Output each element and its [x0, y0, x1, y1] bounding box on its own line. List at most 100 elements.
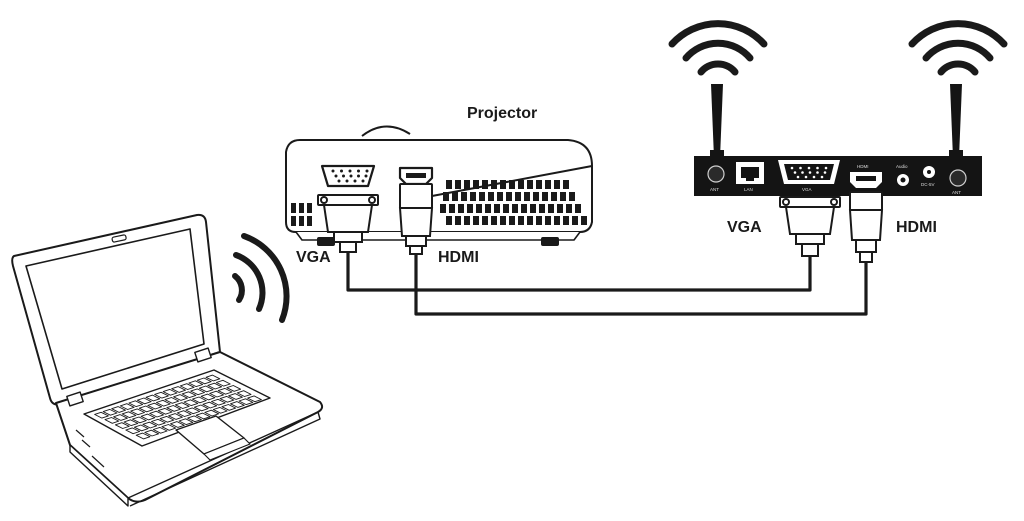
keyboard-key — [202, 401, 218, 409]
keyboard-key — [195, 412, 211, 420]
vga-pin — [801, 171, 804, 174]
vga-pin — [342, 174, 345, 178]
vent-slot — [443, 192, 449, 201]
keyboard-key — [145, 394, 161, 402]
vent-slot — [500, 216, 506, 225]
keyboard-key — [196, 377, 212, 385]
vga-pin — [337, 179, 341, 183]
keyboard-key — [162, 388, 178, 396]
vga-pin — [357, 169, 360, 173]
keyboard-key — [159, 415, 175, 423]
wifi-icon — [908, 20, 1008, 76]
vent-slot — [446, 180, 452, 189]
keyboard-key — [188, 380, 204, 388]
vga-pin — [364, 174, 368, 178]
vent-slot — [557, 204, 563, 213]
projector-vga-plug — [317, 194, 379, 253]
keyboard-key — [190, 388, 205, 396]
vent-slot — [533, 192, 539, 201]
vga-pin — [334, 174, 338, 178]
keyboard-key — [168, 413, 183, 420]
keyboard-key — [247, 395, 262, 403]
vga-pin — [799, 166, 802, 170]
vent-slot — [455, 216, 461, 225]
vent-slot — [473, 216, 479, 225]
keyboard-key — [193, 404, 209, 412]
keyboard-key — [166, 405, 182, 412]
projector-label: Projector — [467, 105, 537, 122]
keyboard-key — [215, 379, 231, 387]
port-label-dc: DC-5V — [921, 182, 935, 187]
vent-slot — [482, 180, 488, 189]
vent-slot — [455, 180, 461, 189]
keyboard-key — [192, 396, 207, 404]
receiver-hdmi-plug — [848, 191, 884, 263]
keyboard-key — [149, 410, 164, 418]
keyboard-key — [135, 432, 151, 440]
vga-pin — [796, 175, 800, 179]
keyboard-key — [204, 409, 220, 417]
vent-slot — [491, 216, 497, 225]
vent-slot — [524, 192, 530, 201]
projector-hdmi-label: HDMI — [438, 249, 479, 266]
keyboard-key — [226, 385, 242, 392]
vent-slot — [497, 192, 503, 201]
vga-pin — [823, 171, 827, 174]
vent-slot — [527, 180, 533, 189]
vent-slot — [470, 192, 476, 201]
vga-pin — [353, 179, 357, 183]
vga-pin — [349, 174, 353, 178]
wireless-receiver: ANT LAN VGA HDMI Audio DC-5V ANT — [694, 156, 982, 196]
keyboard-key — [152, 426, 168, 434]
receiver-vga-label: VGA — [727, 219, 762, 236]
vga-pin — [816, 166, 819, 170]
keyboard-key — [157, 407, 173, 415]
vga-pin — [365, 169, 369, 173]
keyboard-key — [212, 406, 228, 414]
vent-slot — [452, 192, 458, 201]
vga-pin — [793, 171, 797, 174]
keyboard-key — [136, 397, 152, 405]
vent-slot — [560, 192, 566, 201]
wifi-icon — [668, 20, 768, 76]
vent-slot — [500, 180, 506, 189]
vga-pin — [357, 174, 360, 178]
vent-slot — [494, 204, 500, 213]
keyboard-keys — [94, 374, 262, 440]
vent-slot — [473, 180, 479, 189]
receiver-vga-plug — [779, 196, 841, 257]
vent-slot — [551, 192, 557, 201]
laptop — [11, 213, 324, 507]
keyboard-key — [176, 410, 192, 417]
vent-slot — [569, 192, 575, 201]
keyboard-key — [181, 391, 197, 399]
vga-pin — [820, 175, 824, 179]
vent-slot — [464, 180, 470, 189]
keyboard-key — [132, 416, 147, 424]
antenna-right — [949, 84, 963, 160]
keyboard-key — [236, 390, 252, 397]
vent-slot — [461, 192, 467, 201]
vent-slot — [518, 180, 524, 189]
vga-pin — [331, 169, 335, 173]
port-label-hdmi: HDMI — [857, 164, 869, 169]
keyboard-key — [102, 408, 118, 416]
vent-slot — [446, 216, 452, 225]
keyboard-key — [173, 394, 188, 401]
vent-slot — [545, 180, 551, 189]
vent-slot — [563, 180, 569, 189]
vga-pin — [345, 179, 349, 183]
vent-slot — [518, 216, 524, 225]
keyboard-key — [178, 418, 194, 426]
keyboard-key — [183, 399, 199, 407]
vent-slot — [440, 204, 446, 213]
port-label-lan: LAN — [744, 187, 753, 192]
vent-slot — [554, 180, 560, 189]
port-label-vga: VGA — [802, 187, 812, 192]
vent-slot — [542, 192, 548, 201]
projector-vga-label: VGA — [296, 249, 331, 266]
vent-slot — [464, 216, 470, 225]
vent-slot — [449, 204, 455, 213]
vga-pin — [824, 166, 828, 170]
